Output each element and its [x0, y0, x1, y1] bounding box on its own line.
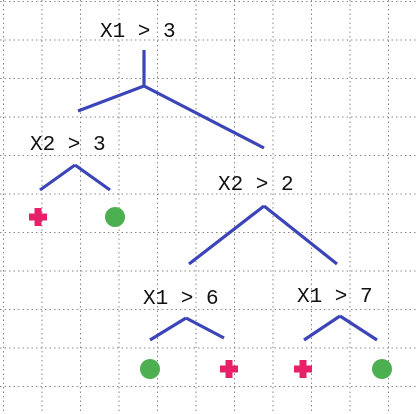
cross-marker-icon: [294, 360, 312, 378]
node-x1-6-right-edge: [185, 316, 225, 340]
cross-marker-icon: [29, 208, 47, 226]
root-node-label: X1 > 3: [100, 21, 176, 44]
root-right-edge: [143, 84, 265, 150]
circle-marker-icon: [140, 359, 160, 379]
node-x1-7-right-edge: [339, 314, 378, 342]
node-x2-3-label: X2 > 3: [30, 134, 106, 157]
leaf-markers: [29, 207, 392, 379]
node-x2-3-right-edge: [74, 163, 111, 192]
node-x2-2-right-edge: [263, 204, 338, 266]
circle-marker-icon: [372, 359, 392, 379]
cross-marker-icon: [220, 360, 238, 378]
root-left-edge: [77, 84, 145, 113]
node-x2-2-label: X2 > 2: [218, 174, 294, 197]
node-x1-6-left-edge: [149, 316, 187, 342]
circle-marker-icon: [105, 207, 125, 227]
node-x1-6-label: X1 > 6: [143, 288, 219, 311]
grid-horizontal-lines: [0, 1, 417, 387]
grid-vertical-lines: [3, 0, 389, 414]
node-x2-2-left-edge: [188, 204, 265, 266]
node-x1-7-left-edge: [303, 314, 341, 342]
tree-edges: [39, 50, 378, 342]
node-x2-3-left-edge: [39, 163, 76, 192]
node-x1-7-label: X1 > 7: [297, 286, 373, 309]
node-labels: X1 > 3 X2 > 3 X2 > 2 X1 > 6 X1 > 7: [30, 21, 373, 311]
